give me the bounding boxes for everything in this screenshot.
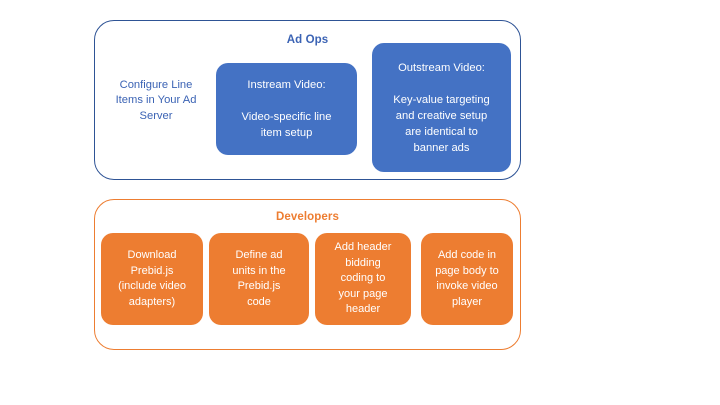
card-define-ad-units[interactable]: Define ad units in the Prebid.js code — [209, 233, 309, 325]
card-add-body-code[interactable]: Add code in page body to invoke video pl… — [421, 233, 513, 325]
card-outstream-video[interactable]: Outstream Video: Key-value targeting and… — [372, 43, 511, 172]
card-outstream-video-label: Outstream Video: Key-value targeting and… — [393, 61, 490, 154]
card-define-ad-units-label: Define ad units in the Prebid.js code — [232, 249, 286, 308]
configure-line-items-text: Configure Line Items in Your Ad Server — [101, 72, 211, 130]
configure-line-items-label: Configure Line Items in Your Ad Server — [115, 78, 197, 122]
card-download-prebid[interactable]: Download Prebid.js (include video adapte… — [101, 233, 203, 325]
card-download-prebid-label: Download Prebid.js (include video adapte… — [118, 249, 186, 308]
card-add-header-bidding-code-label: Add header bidding coding to your page h… — [334, 241, 392, 316]
card-add-header-bidding-code[interactable]: Add header bidding coding to your page h… — [315, 233, 411, 325]
card-instream-video[interactable]: Instream Video: Video-specific line item… — [216, 63, 357, 155]
card-add-body-code-label: Add code in page body to invoke video pl… — [435, 249, 499, 308]
group-developers-title: Developers — [275, 211, 339, 223]
group-ad-ops-title: Ad Ops — [286, 34, 329, 46]
card-instream-video-label: Instream Video: Video-specific line item… — [241, 79, 332, 139]
